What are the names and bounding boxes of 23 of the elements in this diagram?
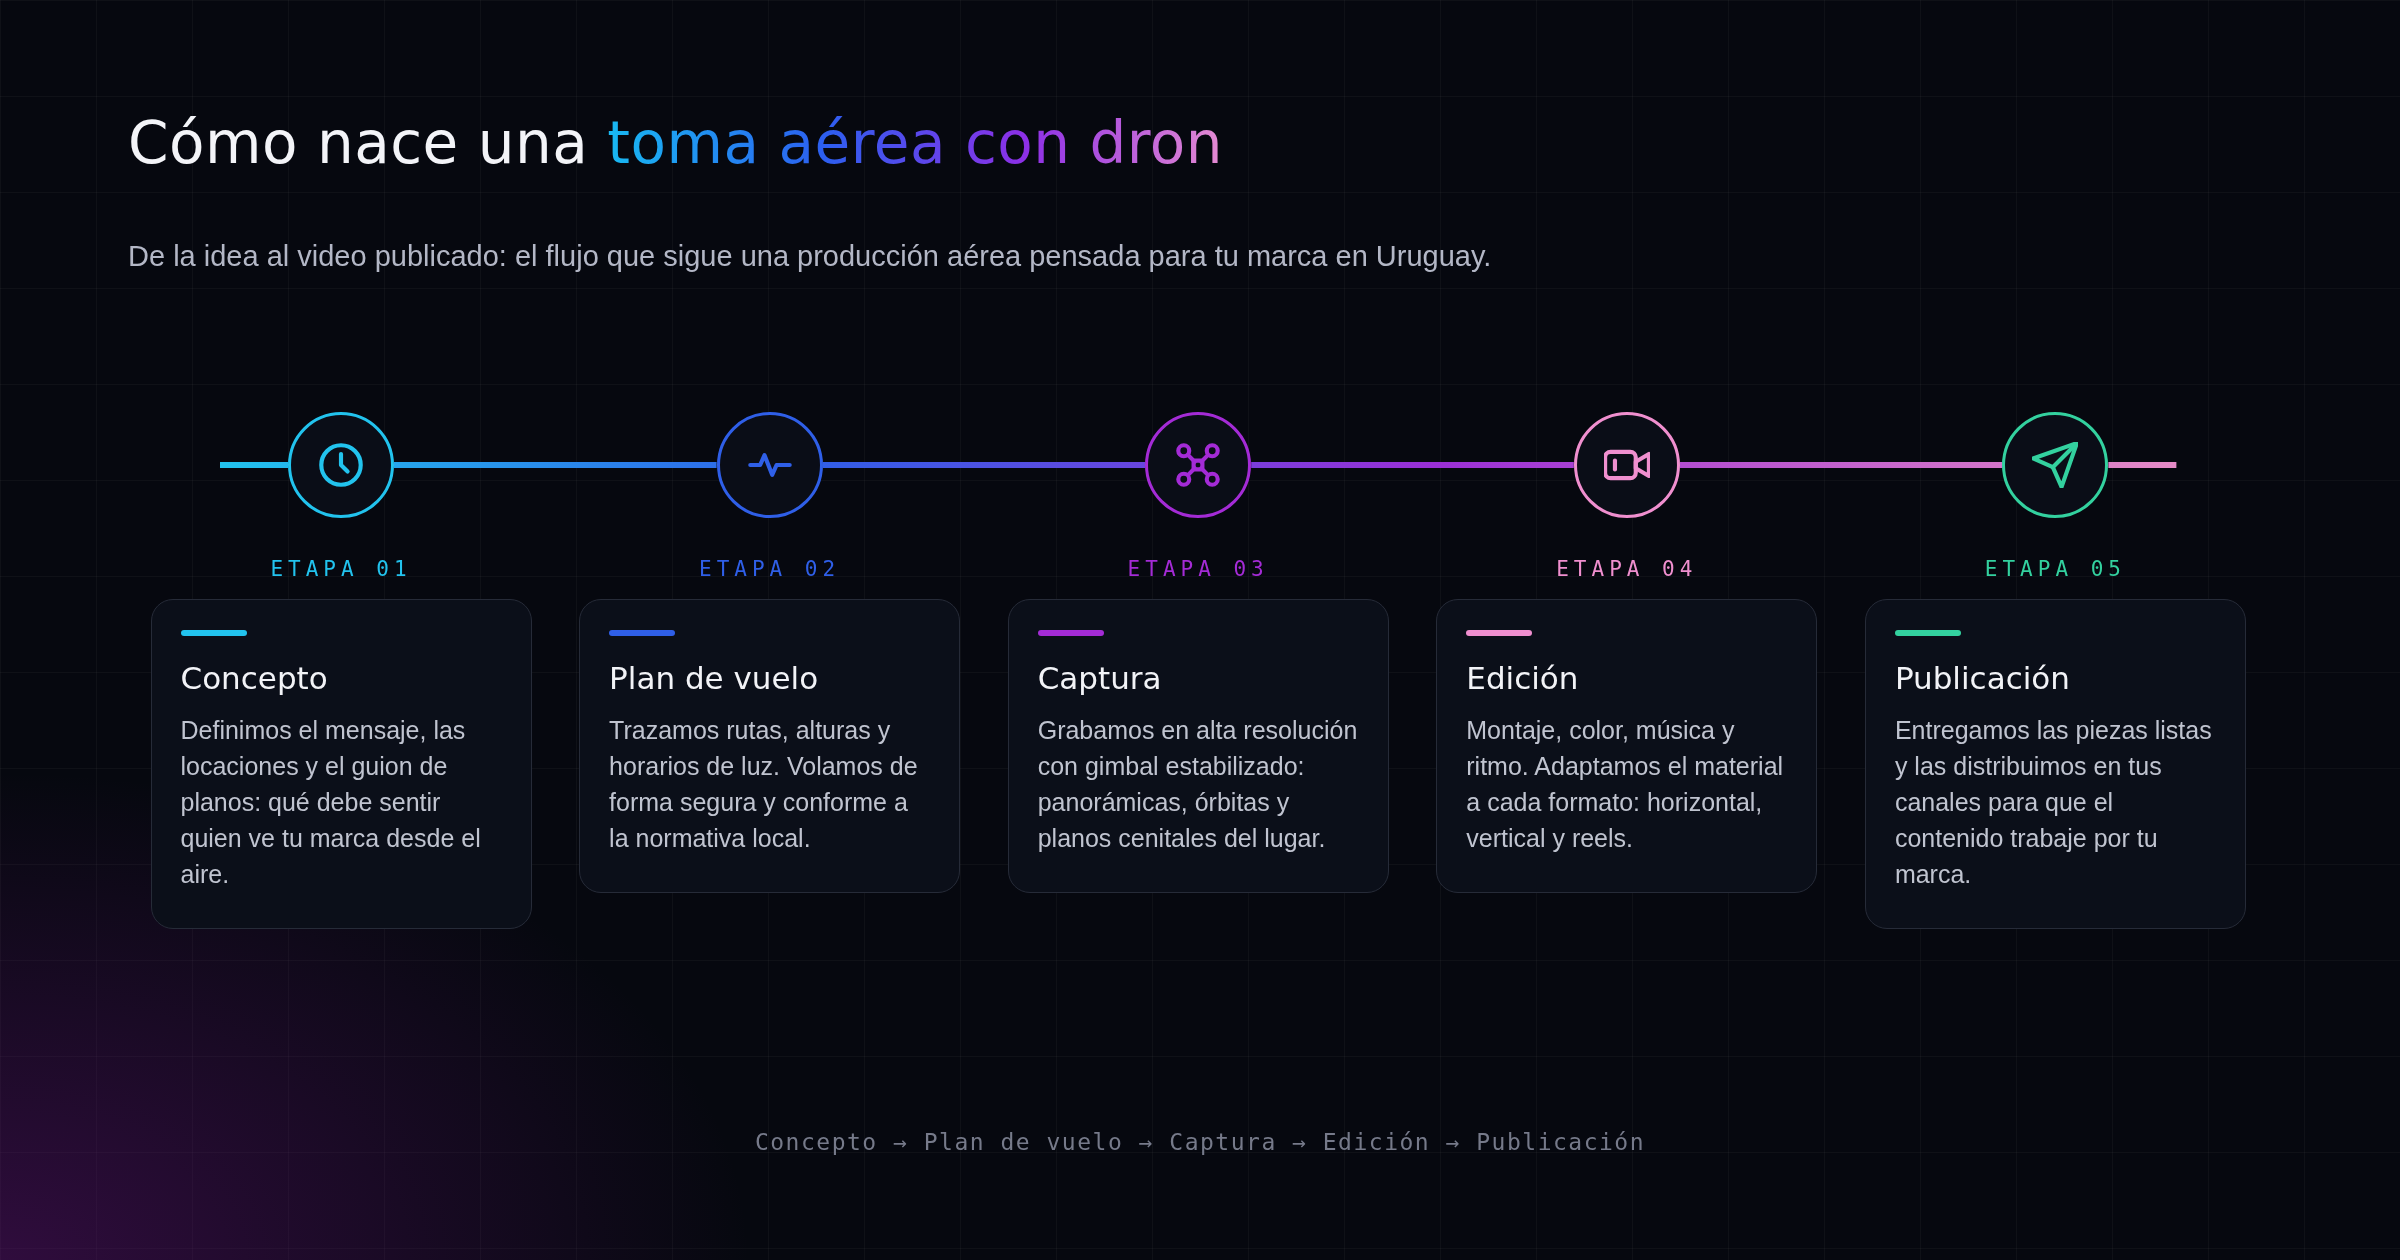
timeline-line (220, 462, 288, 468)
stage-title: Publicación (1894, 659, 2071, 698)
stage-label: ETAPA 01 (269, 556, 413, 582)
stage-title: Plan de vuelo (609, 659, 820, 698)
timeline-line (2108, 462, 2177, 468)
stage-label: ETAPA 02 (698, 556, 842, 582)
timeline-line (822, 462, 1146, 468)
stage-title: Edición (1466, 659, 1580, 698)
stage-description: Definimos el mensaje, las locaciones y el guion de planos: qué debe sentir quien ve tu marca desde el aire. (180, 715, 482, 890)
stage-description: Trazamos rutas, alturas y horarios de luz. Volamos de forma segura y conforme a la normativa local. (609, 715, 919, 854)
stage-title: Concepto (180, 659, 329, 698)
stage-label: ETAPA 05 (1983, 556, 2127, 582)
timeline-line (1679, 462, 2003, 468)
timeline-line (1251, 462, 1574, 468)
stage-description: Entregamos las piezas listas y las distribuimos en tus canales para que el contenido trabaje por tu marca. (1894, 715, 2213, 890)
subtitle: De la idea al video publicado: el flujo que sigue una producción aérea pensada para tu marca en Uruguay. (128, 239, 1492, 274)
timeline-line (394, 462, 717, 468)
stage-label: ETAPA 04 (1555, 556, 1699, 582)
stage-description: Montaje, color, música y ritmo. Adaptamos el material a cada formato: horizontal, vertical y reels. (1466, 715, 1785, 854)
stage-label: ETAPA 03 (1126, 556, 1270, 582)
stage-description: Grabamos en alta resolución con gimbal estabilizado: panorámicas, órbitas y planos cenitales del lugar. (1037, 715, 1359, 854)
stage-title: Captura (1037, 659, 1163, 698)
footer-note: Concepto → Plan de vuelo → Captura → Edición → Publicación (753, 1128, 1647, 1157)
